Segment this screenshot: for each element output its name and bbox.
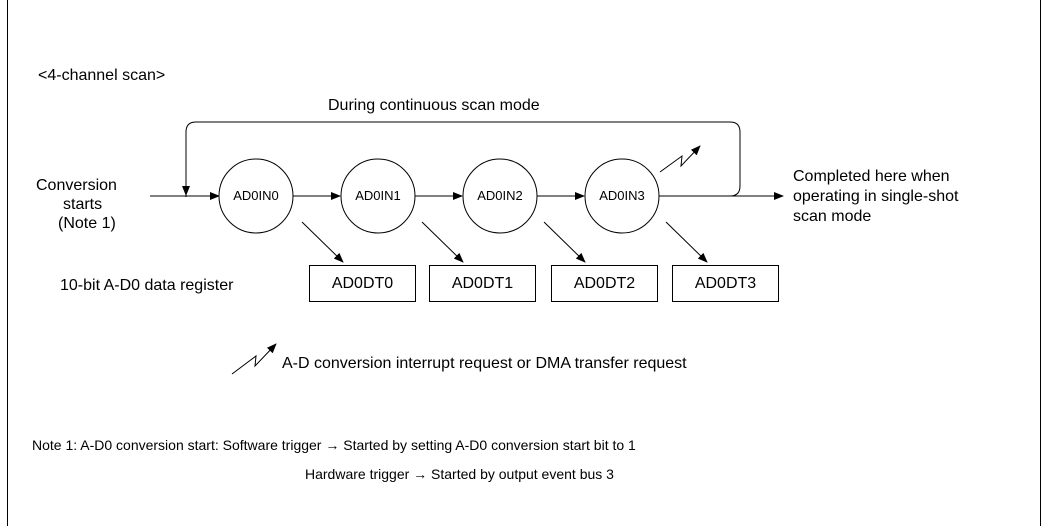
diag-arrow-2: [543, 221, 586, 263]
channel-label-ad0in2: AD0IN2: [477, 188, 523, 203]
loop-label: During continuous scan mode: [328, 97, 540, 114]
register-ad0dt2: AD0DT2: [551, 265, 658, 302]
start-label-1: Conversion: [36, 177, 117, 194]
start-label-3: (Note 1): [58, 215, 116, 232]
register-ad0dt1: AD0DT1: [429, 265, 536, 302]
end-label-1: Completed here when: [793, 168, 950, 185]
end-label-3: scan mode: [793, 208, 872, 225]
note-line-2: Hardware trigger → Started by output eve…: [305, 466, 614, 482]
start-label-2: starts: [63, 196, 103, 213]
interrupt-icon-diagram: [659, 145, 701, 173]
register-label: 10-bit A-D0 data register: [60, 277, 234, 294]
register-ad0dt3: AD0DT3: [672, 265, 779, 302]
channel-label-ad0in0: AD0IN0: [233, 188, 279, 203]
diag-arrow-0: [301, 221, 344, 263]
diagram-frame: [7, 0, 1041, 526]
continuous-loop-line: [185, 121, 741, 197]
interrupt-legend-text: A-D conversion interrupt request or DMA …: [282, 355, 687, 372]
diag-arrow-1: [421, 221, 464, 263]
scan-heading: <4-channel scan>: [38, 67, 166, 84]
diag-arrow-3: [665, 221, 708, 263]
note-line-1: Note 1: A-D0 conversion start: Software …: [32, 437, 636, 453]
interrupt-icon-legend: [231, 343, 277, 375]
end-label-2: operating in single-shot: [793, 188, 959, 205]
register-ad0dt0: AD0DT0: [309, 265, 416, 302]
channel-label-ad0in1: AD0IN1: [355, 188, 401, 203]
channel-label-ad0in3: AD0IN3: [599, 188, 645, 203]
